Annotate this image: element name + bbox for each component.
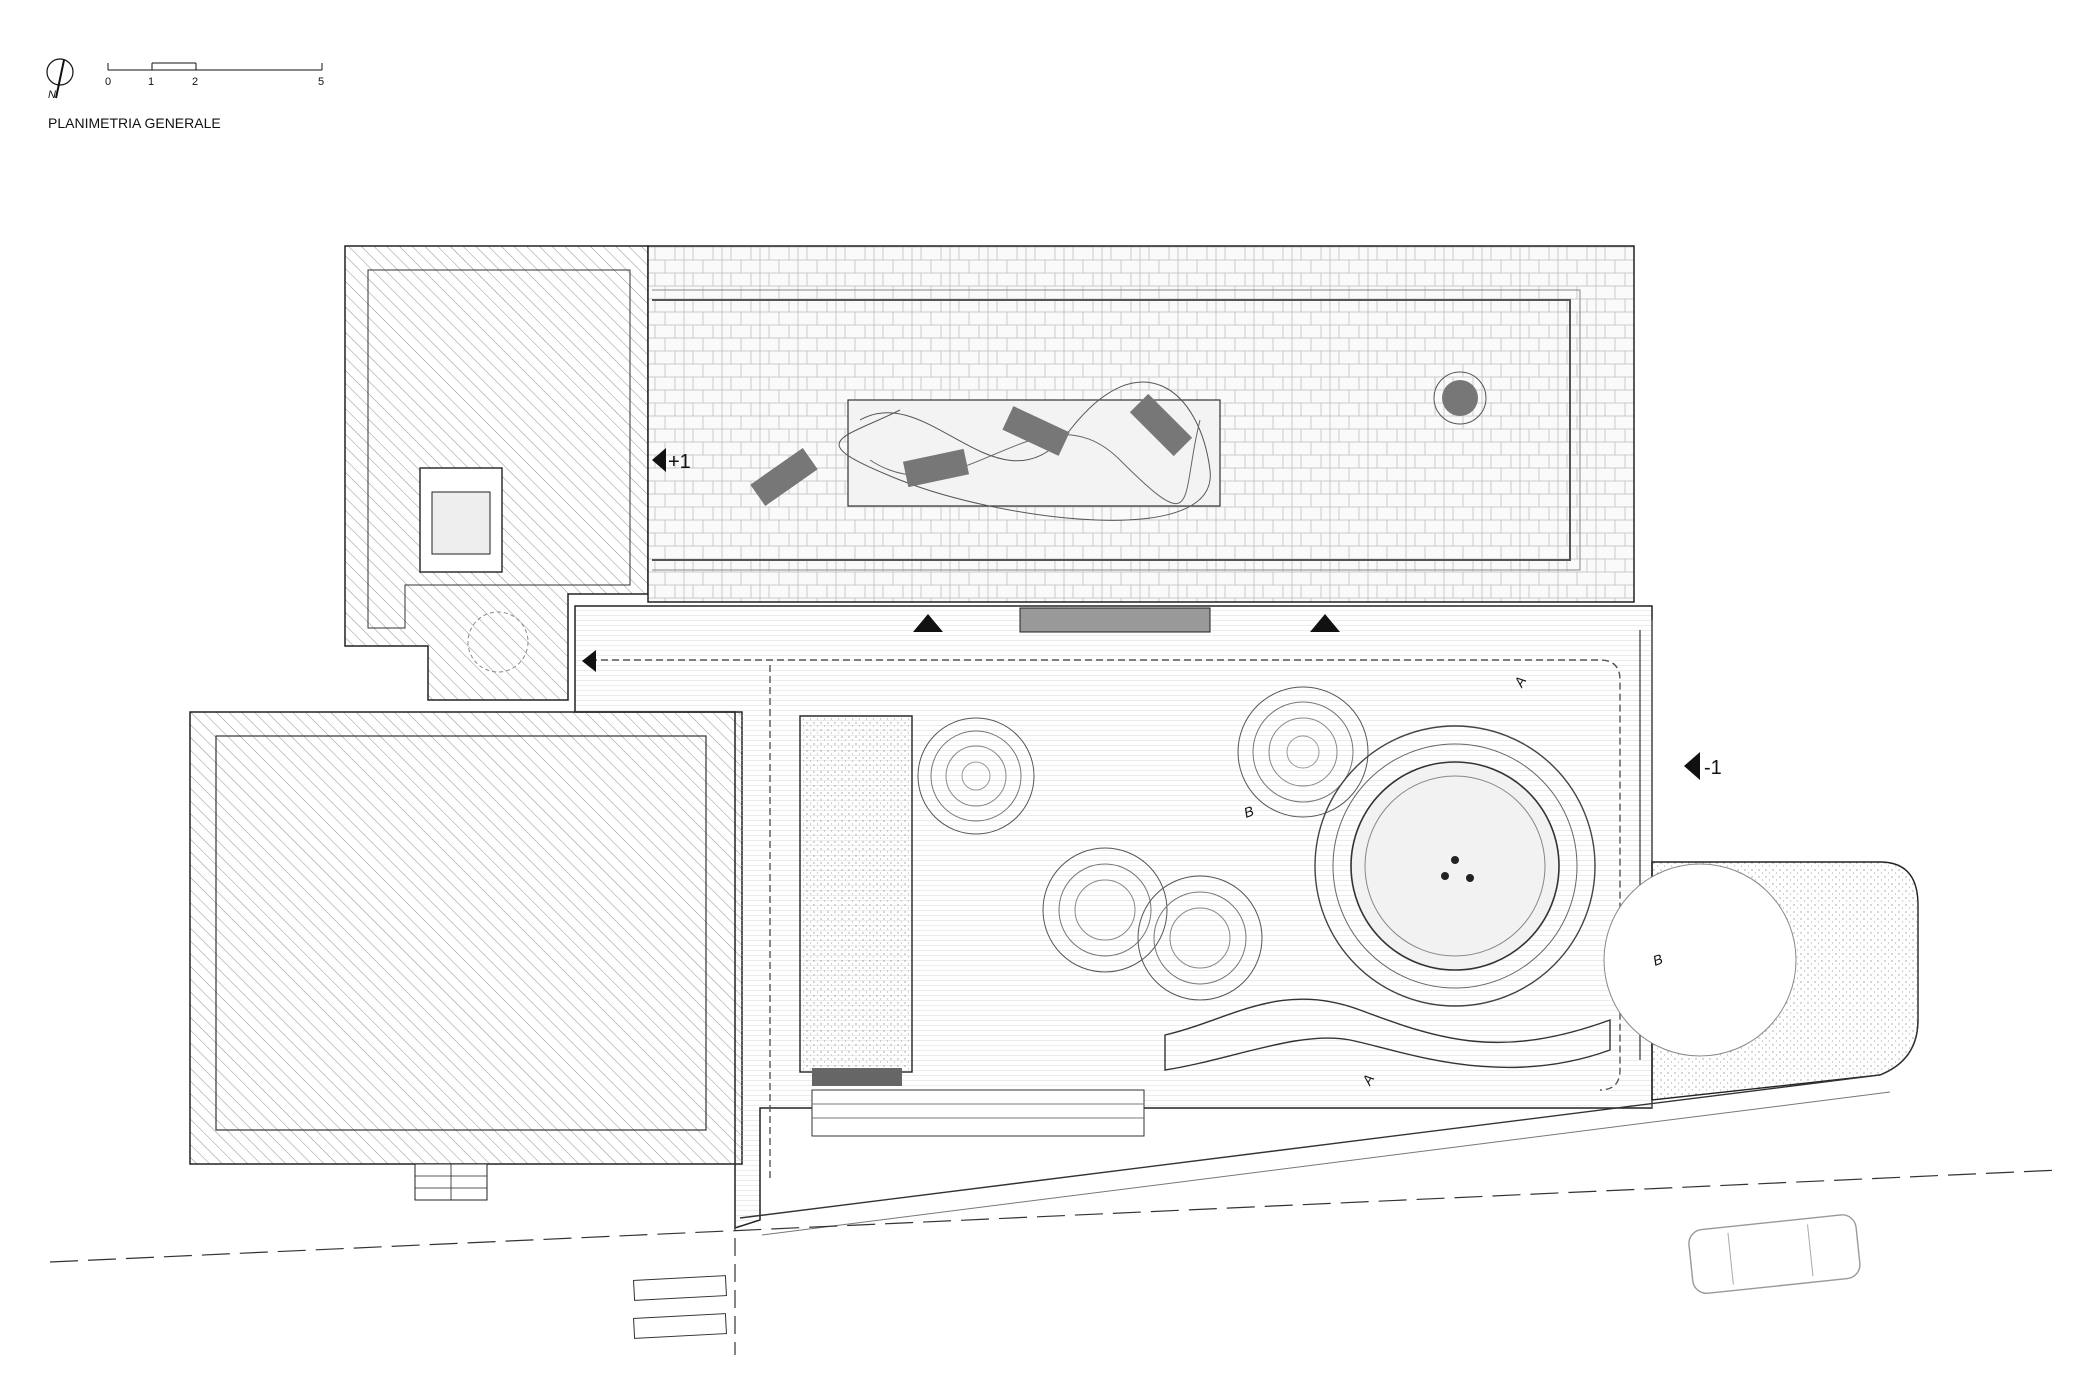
level-marker-upper: +1 [652,448,691,473]
car-outline [1688,1214,1861,1295]
plan-title: PLANIMETRIA GENERALE [48,115,221,131]
level-lower-label: -1 [1704,757,1722,779]
scale-tick-1: 1 [148,76,154,88]
main-garden-deck [574,605,1653,1230]
scale-tick-5: 5 [318,76,324,88]
scale-bar: 0 1 2 5 [105,62,324,88]
lower-left-building [189,711,743,1201]
scale-tick-0: 0 [105,76,111,88]
stair-arrow-left [913,614,943,632]
stair-arrow-right [1310,614,1340,632]
entry-arrow [582,650,596,672]
sidewalk-road [49,1019,2061,1355]
upper-left-building [344,245,649,701]
north-arrow: N [46,58,74,101]
upper-terrace [647,245,1635,603]
scale-tick-2: 2 [192,76,198,88]
level-marker-lower: -1 [1684,752,1722,780]
level-upper-label: +1 [668,451,691,473]
north-label: N [48,89,56,101]
